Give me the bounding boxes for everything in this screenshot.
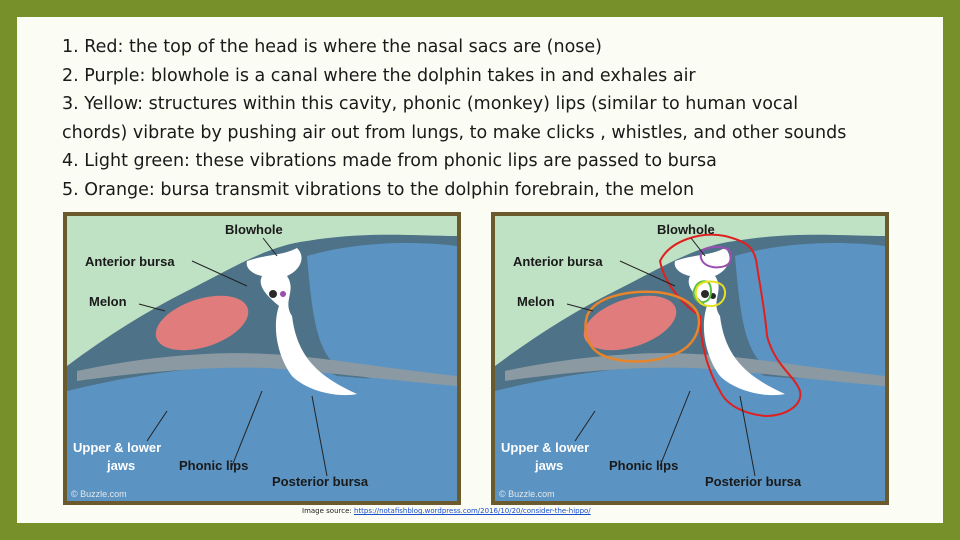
source-prefix: Image source: <box>302 507 354 515</box>
jaw-region <box>67 363 457 501</box>
slide: 1. Red: the top of the head is where the… <box>17 17 943 523</box>
label-phonic-lips: Phonic lips <box>609 458 678 473</box>
brain-region <box>307 243 457 396</box>
posterior-bursa-leader <box>311 395 328 477</box>
anterior-bursa-leader <box>619 260 676 287</box>
label-anterior-bursa: Anterior bursa <box>85 254 175 269</box>
phonic-lips-marker <box>269 290 277 298</box>
label-anterior-bursa: Anterior bursa <box>513 254 603 269</box>
slide-frame-top <box>0 0 960 17</box>
label-blowhole: Blowhole <box>225 222 283 237</box>
melon-leader <box>138 303 166 312</box>
phonic-lips-leader <box>659 390 691 467</box>
jaw-region <box>495 363 885 501</box>
point-5: 5. Orange: bursa transmit vibrations to … <box>62 179 695 200</box>
dolphin-head-diagram-plain: Blowhole Anterior bursa Melon Upper & lo… <box>63 212 461 505</box>
phonic-lips-marker-purple <box>280 291 286 297</box>
label-phonic-lips: Phonic lips <box>179 458 248 473</box>
blowhole-leader <box>262 237 278 257</box>
label-jaws-line1: Upper & lower <box>501 440 589 455</box>
skull-band <box>505 353 885 386</box>
purple-blowhole-outline <box>699 246 733 269</box>
jaws-leader <box>574 410 596 442</box>
posterior-bursa-leader <box>739 395 756 477</box>
source-link[interactable]: https://notafishblog.wordpress.com/2016/… <box>353 507 591 515</box>
label-melon: Melon <box>89 294 127 309</box>
dolphin-head-svg-annotated: Blowhole Anterior bursa Melon Upper & lo… <box>495 222 885 501</box>
air-passage <box>674 248 785 396</box>
label-jaws-line1: Upper & lower <box>73 440 161 455</box>
label-jaws-line2: jaws <box>106 458 135 473</box>
phonic-lips-marker <box>701 290 709 298</box>
air-passage <box>246 248 357 396</box>
image-source-caption: Image source: https://notafishblog.wordp… <box>302 507 591 515</box>
point-2: 2. Purple: blowhole is a canal where the… <box>62 65 696 86</box>
phonic-lips-leader <box>231 390 263 467</box>
yellow-cavity-outline <box>694 280 727 308</box>
dolphin-head-svg-plain: Blowhole Anterior bursa Melon Upper & lo… <box>67 222 457 501</box>
label-posterior-bursa: Posterior bursa <box>272 474 369 489</box>
point-1: 1. Red: the top of the head is where the… <box>62 37 603 57</box>
label-melon: Melon <box>517 294 555 309</box>
point-3-continued: chords) vibrate by pushing air out from … <box>62 122 847 143</box>
label-copyright: © Buzzle.com <box>71 489 127 499</box>
slide-frame-bottom <box>0 523 960 540</box>
label-blowhole: Blowhole <box>657 222 715 237</box>
green-phonic-lips-outline <box>692 280 712 304</box>
orange-melon-outline <box>584 290 701 363</box>
skull-band <box>77 353 457 386</box>
melon-shape <box>155 295 249 351</box>
label-posterior-bursa: Posterior bursa <box>705 474 802 489</box>
brain-region <box>735 243 885 396</box>
label-copyright: © Buzzle.com <box>499 489 555 499</box>
numbered-description-list: 1. Red: the top of the head is where the… <box>62 33 942 205</box>
melon-leader <box>566 303 594 312</box>
dolphin-head-diagram-annotated: Blowhole Anterior bursa Melon Upper & lo… <box>491 212 889 505</box>
blowhole-leader <box>690 237 706 257</box>
point-3: 3. Yellow: structures within this cavity… <box>62 94 799 115</box>
jaws-leader <box>146 410 168 442</box>
red-nasal-sacs-outline <box>658 233 802 418</box>
anterior-bursa-leader <box>191 260 248 287</box>
melon-shape <box>583 295 677 351</box>
slide-frame-left <box>0 0 17 540</box>
slide-frame-right <box>943 0 960 540</box>
point-4: 4. Light green: these vibrations made fr… <box>62 151 717 172</box>
label-jaws-line2: jaws <box>534 458 563 473</box>
